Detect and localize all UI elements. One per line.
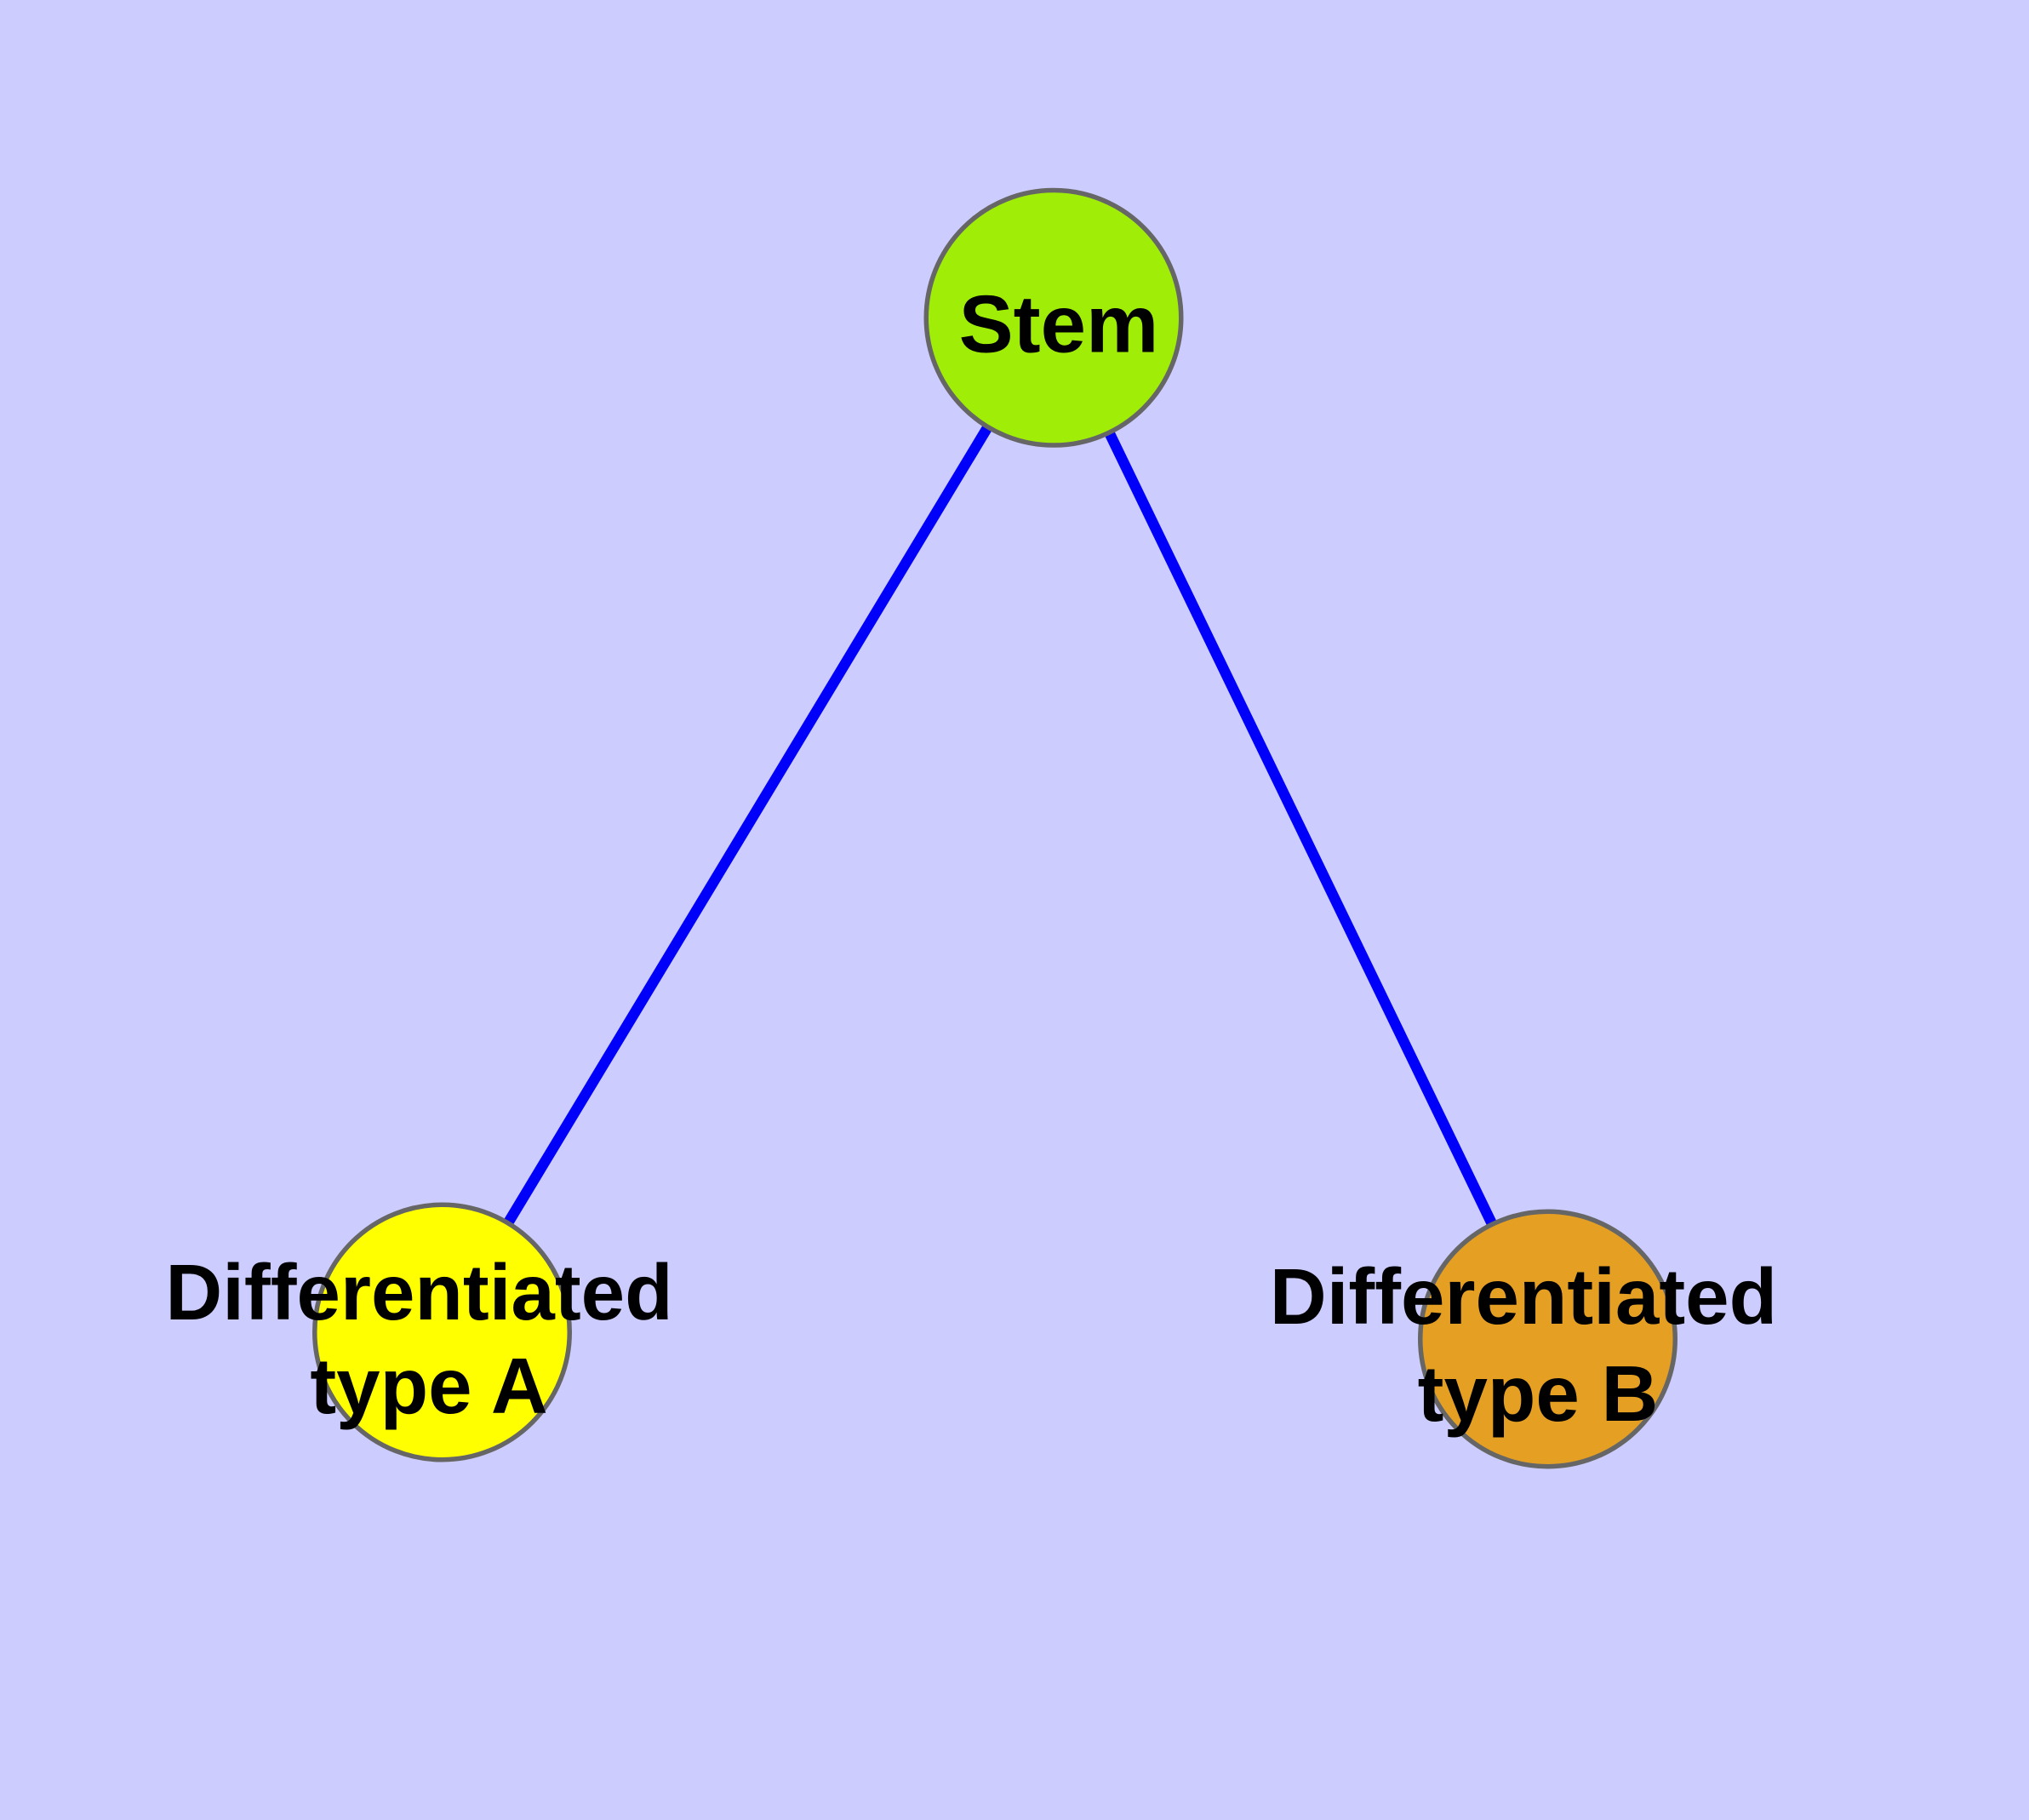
svg-text:Differentiated: Differentiated (1270, 1252, 1777, 1341)
svg-text:type B: type B (1418, 1349, 1659, 1438)
svg-text:Stem: Stem (959, 279, 1159, 370)
svg-text:type A: type A (310, 1342, 547, 1430)
svg-text:Differentiated: Differentiated (165, 1248, 672, 1336)
